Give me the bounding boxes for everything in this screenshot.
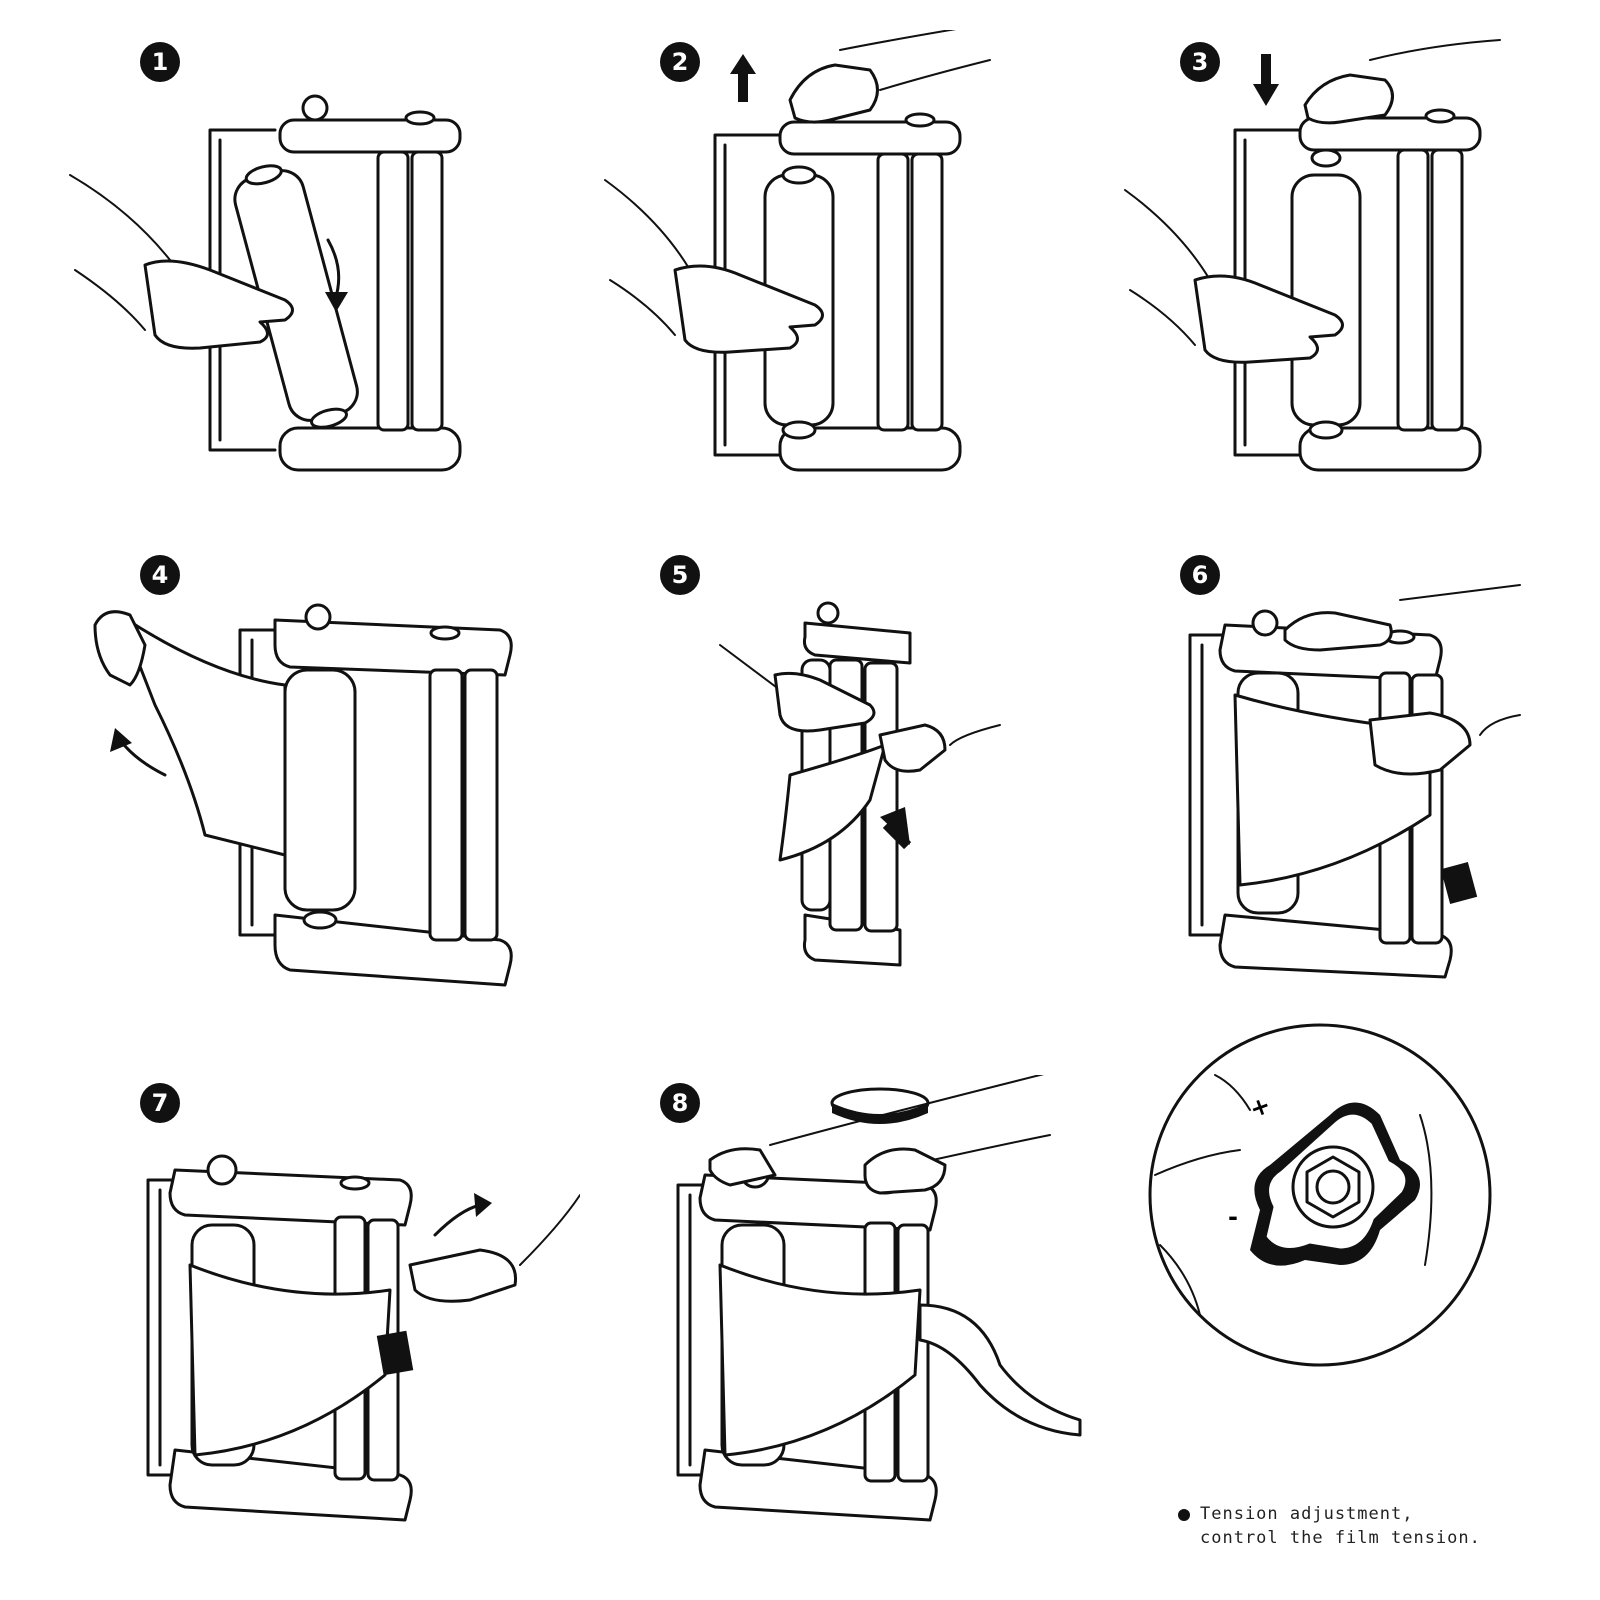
dispenser-illustration	[1124, 39, 1501, 472]
top-plate	[803, 621, 912, 665]
step-number-badge: 8	[660, 1083, 700, 1123]
tension-note: Tension adjustment, control the film ten…	[1178, 1502, 1580, 1550]
stretch-film	[778, 743, 887, 862]
step-number-badge: 4	[140, 555, 180, 595]
step-number-badge: 2	[660, 42, 700, 82]
stretch-film	[718, 1263, 922, 1457]
top-plate	[778, 120, 962, 156]
dispenser-illustration	[69, 94, 462, 472]
bottom-plate	[168, 1448, 413, 1522]
film-end	[1440, 861, 1478, 905]
roller	[1396, 148, 1430, 432]
knob-ball	[206, 1154, 238, 1186]
dispenser-illustration	[93, 603, 513, 987]
dispenser-illustration	[676, 1075, 1082, 1522]
bullet-icon	[1178, 1509, 1190, 1521]
step-3-panel: 3	[1100, 30, 1600, 550]
bottom-plate	[698, 1448, 938, 1522]
bottom-plate	[1298, 426, 1482, 472]
step-1-panel: 1	[60, 30, 580, 550]
step-number-badge: 5	[660, 555, 700, 595]
step-number-badge: 7	[140, 1083, 180, 1123]
step-6-panel: 6	[1100, 545, 1600, 1065]
roller	[910, 152, 944, 432]
dispenser-illustration	[719, 601, 1001, 967]
tension-detail-panel: + -	[1100, 1015, 1600, 1535]
step-5-panel: 5	[580, 545, 1100, 1065]
top-plate	[1298, 116, 1482, 152]
dispenser-illustration	[146, 1154, 580, 1522]
bottom-plate	[778, 426, 962, 472]
roller	[376, 150, 410, 432]
note-line-2: control the film tension.	[1200, 1528, 1481, 1548]
step-number-badge: 3	[1180, 42, 1220, 82]
down-arrow	[1261, 54, 1271, 88]
step-number-badge: 6	[1180, 555, 1220, 595]
film-roll	[283, 668, 357, 912]
roller	[410, 150, 444, 432]
step-2-panel: 2	[580, 30, 1100, 550]
roller	[1430, 148, 1464, 432]
bottom-plate	[273, 913, 513, 987]
bottom-plate	[1218, 913, 1453, 979]
dispenser-illustration	[1188, 584, 1521, 979]
roller	[463, 668, 499, 942]
step-7-panel: 7	[60, 1075, 580, 1595]
step-4-panel: 4	[60, 545, 580, 1065]
knob-ball	[304, 603, 332, 631]
knob-ball	[816, 601, 840, 625]
top-plate	[273, 618, 513, 677]
bottom-plate	[278, 426, 462, 472]
film-roll	[1290, 173, 1362, 427]
dispenser-illustration	[604, 30, 991, 472]
top-plate	[168, 1168, 413, 1227]
roller	[876, 152, 910, 432]
knob-ball	[301, 94, 329, 122]
knob-ball	[1251, 609, 1279, 637]
step-number-badge: 1	[140, 42, 180, 82]
tension-knob-detail	[1148, 1023, 1492, 1367]
minus-label: -	[1228, 1203, 1238, 1231]
top-plate	[278, 118, 462, 154]
step-8-panel: 8	[580, 1075, 1100, 1595]
up-arrow	[738, 70, 748, 102]
film-end	[376, 1330, 414, 1376]
roller	[428, 668, 464, 942]
note-line-1: Tension adjustment,	[1200, 1504, 1414, 1524]
